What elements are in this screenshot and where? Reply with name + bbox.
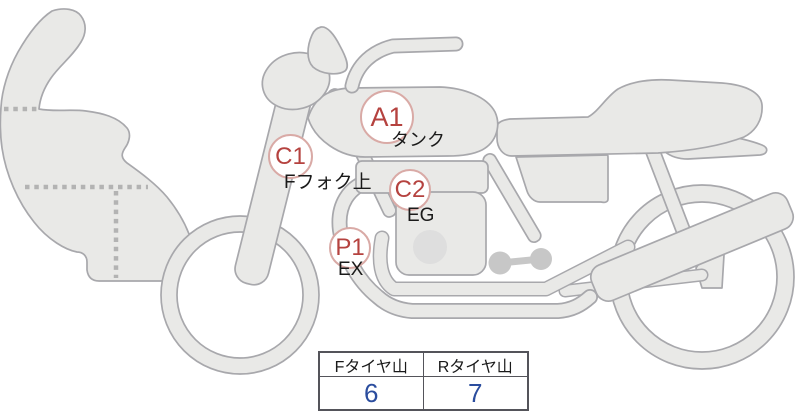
exhaust-pipe [331, 172, 598, 319]
rear-tire-column: Rタイヤ山 7 [423, 353, 527, 409]
seat-frame-tube [482, 152, 542, 244]
rear-tire-value: 7 [468, 377, 483, 408]
cowl-dashed-lines [4, 106, 148, 278]
front-wheel [160, 215, 320, 375]
marker-a1[interactable]: A1 [360, 90, 414, 144]
marker-p1-part-label: EX [338, 259, 364, 280]
mirror [307, 26, 349, 75]
marker-c1-part-label: Fフォク上 [284, 172, 372, 193]
seat [496, 78, 763, 157]
marker-c1[interactable]: C1 [268, 134, 313, 179]
rear-tire-header: Rタイヤ山 [423, 353, 527, 377]
front-cowl [0, 8, 194, 282]
marker-a1-part-label: タンク [391, 130, 445, 150]
footpeg [488, 248, 552, 275]
front-tire-header: Fタイヤ山 [320, 353, 423, 377]
marker-c2[interactable]: C2 [389, 169, 431, 211]
side-cover [515, 154, 609, 204]
handlebar [344, 36, 464, 94]
muffler [589, 192, 795, 302]
marker-c2-part-label: EG [407, 205, 435, 226]
front-tire-column: Fタイヤ山 6 [320, 353, 424, 409]
tire-tread-table: Fタイヤ山 6 Rタイヤ山 7 [318, 351, 529, 411]
marker-p1[interactable]: P1 [329, 227, 371, 269]
lower-frame-rail [372, 230, 636, 297]
front-tire-value: 6 [364, 377, 379, 408]
